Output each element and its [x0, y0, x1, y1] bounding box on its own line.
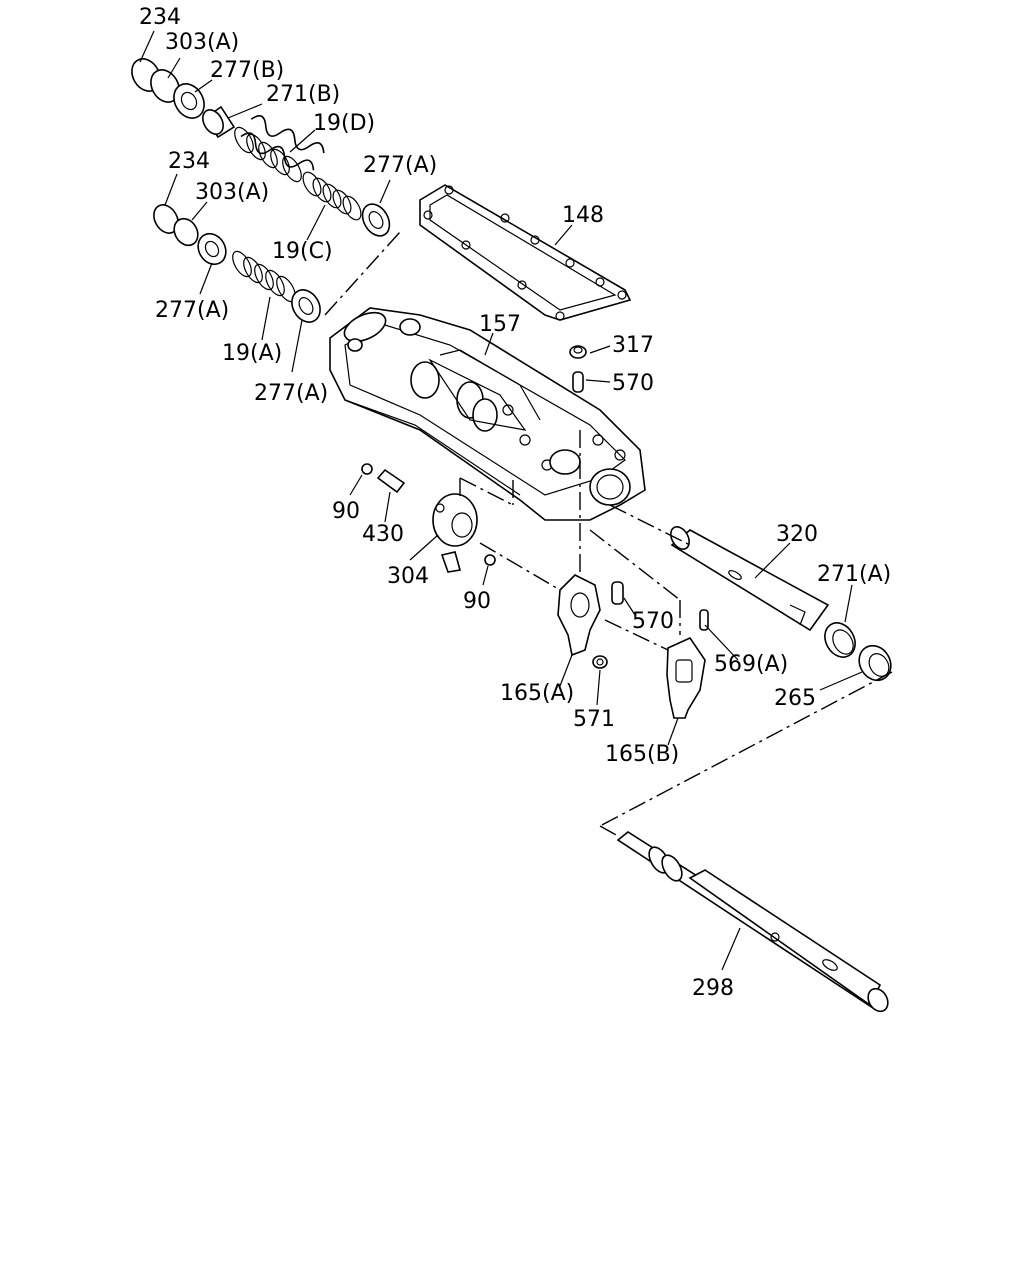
spring-19d: [234, 114, 325, 183]
label-265: 265: [774, 686, 816, 711]
label-571: 571: [573, 707, 615, 732]
washer-277a-left: [197, 232, 227, 266]
pin-570-upper: [572, 371, 584, 393]
ring-303a-lower: [173, 217, 199, 247]
label-234-upper: 234: [139, 5, 181, 30]
sleeve-320: [670, 526, 830, 632]
label-271b: 271(B): [266, 82, 340, 107]
label-277b: 277(B): [210, 58, 284, 83]
label-570-upper: 570: [612, 371, 654, 396]
label-317: 317: [612, 333, 654, 358]
snap-ring-234-lower: [153, 204, 179, 234]
lever-165a: [557, 574, 601, 657]
o-ring-90-lower: [484, 554, 496, 566]
pin-430: [376, 468, 406, 494]
label-303a-lower: 303(A): [195, 180, 269, 205]
label-19a: 19(A): [222, 341, 282, 366]
shaft-298: [616, 831, 889, 1013]
label-19c: 19(C): [272, 239, 333, 264]
lever-304: [432, 493, 478, 573]
label-277a-bottom: 277(A): [254, 381, 328, 406]
label-157: 157: [479, 312, 521, 337]
label-303a-upper: 303(A): [165, 30, 239, 55]
label-430: 430: [362, 522, 404, 547]
pin-569a: [699, 609, 709, 631]
washer-277a-bottom: [291, 289, 321, 323]
part-labels: 234 303(A) 277(B) 271(B) 19(D) 234 303(A…: [139, 5, 891, 1001]
label-90-lower: 90: [463, 589, 491, 614]
label-271a: 271(A): [817, 562, 891, 587]
label-304: 304: [387, 564, 429, 589]
label-19d: 19(D): [313, 111, 375, 136]
gasket-148: [419, 184, 632, 321]
label-165b: 165(B): [605, 742, 679, 767]
label-277a-left: 277(A): [155, 298, 229, 323]
retainer-271b: [202, 105, 236, 139]
label-148: 148: [562, 203, 604, 228]
washer-277b: [173, 83, 205, 119]
label-320: 320: [776, 522, 818, 547]
bushing-271a: [824, 622, 856, 658]
label-570-lower: 570: [632, 609, 674, 634]
seal-265: [858, 644, 892, 682]
leader-lines: [139, 30, 863, 971]
label-165a: 165(A): [500, 681, 574, 706]
washer-277a-top: [361, 203, 391, 237]
pin-570-lower: [611, 581, 624, 605]
label-298: 298: [692, 976, 734, 1001]
plug-317: [569, 345, 587, 359]
label-90-upper: 90: [332, 499, 360, 524]
washer-571: [592, 655, 608, 669]
plate-165b: [666, 636, 706, 719]
label-277a-top: 277(A): [363, 153, 437, 178]
label-569a: 569(A): [714, 652, 788, 677]
label-234-lower: 234: [168, 149, 210, 174]
o-ring-90-upper: [361, 463, 373, 475]
spring-19c: [302, 171, 362, 221]
alignment-lines: [324, 231, 893, 837]
housing-157: [329, 307, 646, 521]
